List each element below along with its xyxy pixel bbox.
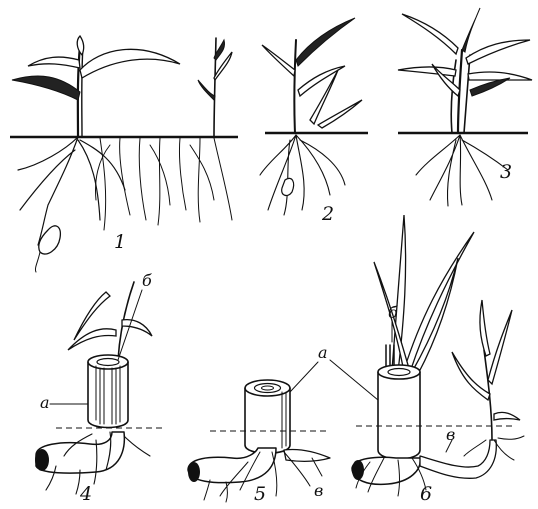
label-b-6: б bbox=[388, 303, 398, 322]
coleoptile-5 bbox=[245, 388, 290, 453]
leaf-2a bbox=[296, 18, 355, 66]
stem-2 bbox=[294, 40, 296, 133]
panel-5-coleoptile-section: а в 5 bbox=[188, 343, 330, 505]
panel-number-1: 1 bbox=[114, 231, 126, 253]
coleoptile-4 bbox=[88, 362, 128, 428]
coleoptile-6 bbox=[378, 372, 420, 459]
leaf-1a bbox=[80, 49, 180, 78]
stolon-v-6 bbox=[420, 440, 496, 478]
panel-number-2: 2 bbox=[321, 203, 334, 225]
seed-5 bbox=[188, 448, 276, 483]
panel-number-5: 5 bbox=[254, 483, 266, 505]
label-v-6: в bbox=[446, 425, 455, 444]
leaf-6b bbox=[404, 232, 474, 372]
leaf-3a bbox=[402, 14, 458, 54]
label-a-5: а bbox=[318, 343, 328, 362]
label-a-4: а bbox=[40, 393, 50, 412]
panel-4-coleoptile-section: а б 4 bbox=[35, 271, 162, 505]
label-b-4: б bbox=[142, 271, 152, 290]
stem-1b bbox=[214, 38, 216, 137]
panel-6-coleoptile-section: б в 6 bbox=[330, 215, 524, 505]
panel-3-tillered-plant: 3 bbox=[398, 8, 532, 206]
leaf-1b bbox=[12, 76, 80, 100]
panel-number-3: 3 bbox=[500, 161, 512, 183]
panel-number-6: 6 bbox=[420, 483, 432, 505]
label-v-5: в bbox=[314, 481, 323, 500]
panel-number-4: 4 bbox=[79, 483, 92, 505]
panel-1-seedlings: 1 bbox=[10, 36, 238, 272]
panel-2-tillering-seedling: 2 bbox=[260, 18, 368, 225]
